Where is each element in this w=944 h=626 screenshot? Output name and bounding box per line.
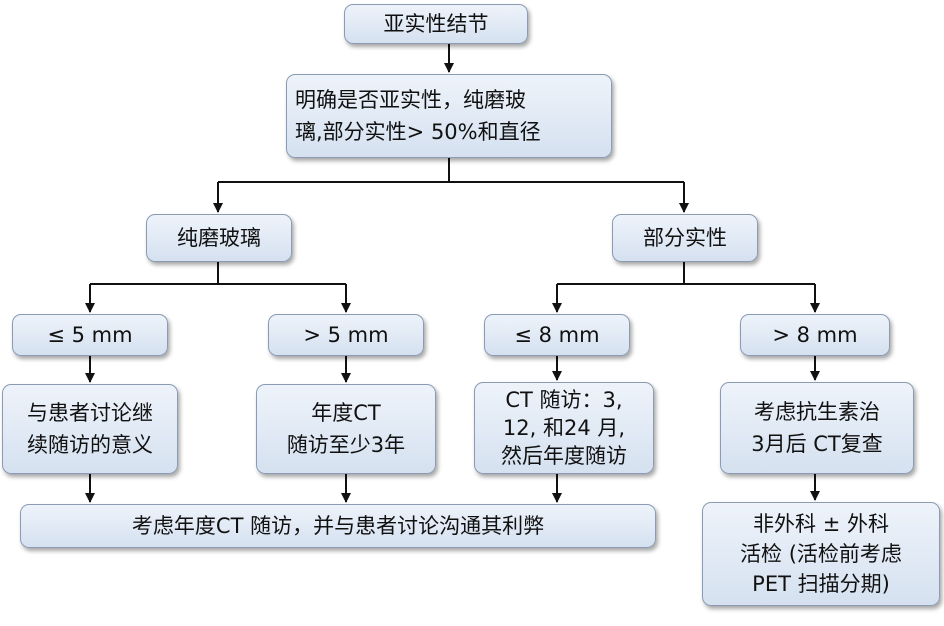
ggo-le-5mm-node: ≤ 5 mm (12, 314, 168, 356)
ps-gt-8mm-node: > 8 mm (740, 314, 890, 356)
assessment-node: 明确是否亚实性，纯磨玻 璃,部分实性> 50%和直径 (286, 74, 612, 158)
ct-followup-node: CT 随访：3, 12, 和24 月, 然后年度随访 (474, 382, 654, 474)
combined-followup-node: 考虑年度CT 随访，并与患者讨论沟通其利弊 (20, 504, 656, 548)
antibiotics-node: 考虑抗生素治 3月后 CT复查 (720, 382, 914, 474)
ggo-gt-5mm-node: > 5 mm (268, 314, 424, 356)
pure-ggo-node: 纯磨玻璃 (146, 214, 292, 262)
ps-le-8mm-node: ≤ 8 mm (484, 314, 630, 356)
root-node: 亚实性结节 (344, 4, 528, 44)
annual-ct-node: 年度CT 随访至少3年 (256, 384, 436, 474)
discuss-followup-node: 与患者讨论继 续随访的意义 (2, 384, 178, 474)
biopsy-node: 非外科 ± 外科 活检 (活检前考虑 PET 扫描分期) (702, 502, 940, 606)
part-solid-node: 部分实性 (612, 214, 758, 262)
